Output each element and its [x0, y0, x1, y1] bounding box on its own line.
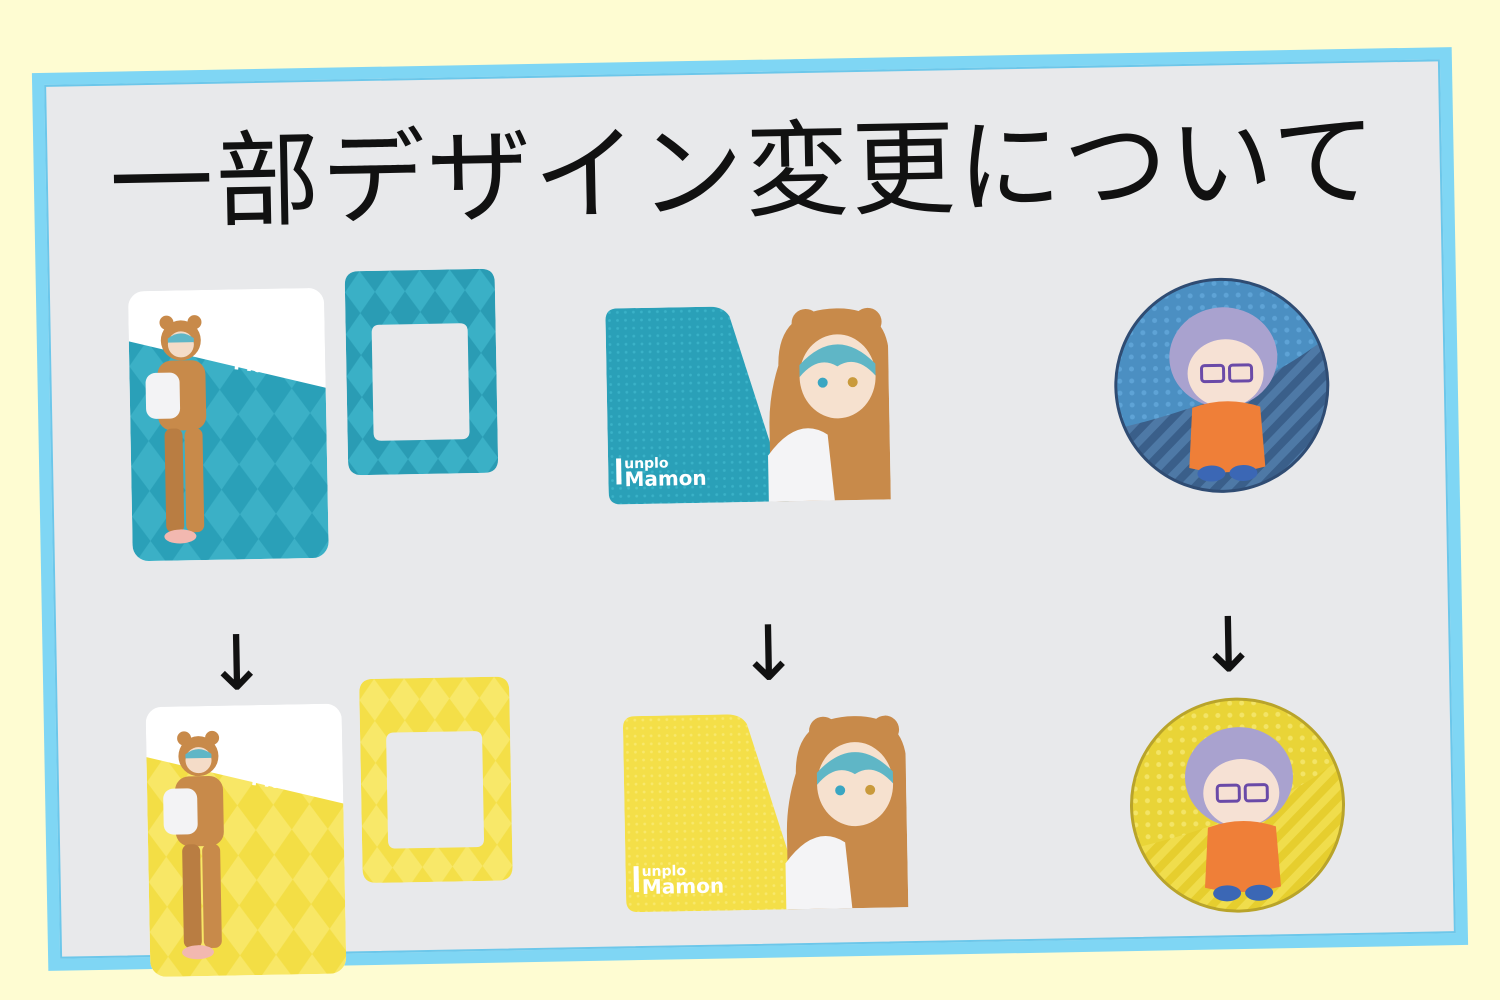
arrow-down-icon: ↓ — [735, 608, 802, 699]
arrow-down-icon: ↓ — [203, 617, 270, 709]
mat-large-text: Mamon — [624, 466, 707, 492]
card-character-image — [145, 315, 207, 544]
board-panel: 一部デザイン変更について — [44, 59, 1456, 978]
mat-small-text: unplo — [624, 455, 669, 472]
badge-after — [1129, 697, 1346, 914]
mat-large-text: Mamon — [642, 874, 725, 900]
page-title: 一部デザイン変更について — [108, 99, 1380, 245]
badge-character-image — [1184, 727, 1293, 902]
announcement-board: 一部デザイン変更について — [31, 47, 1469, 978]
badge-character-image — [1169, 307, 1278, 482]
card-before: Mamon — [127, 287, 329, 562]
frame-before — [344, 268, 499, 476]
mat-small-text: unplo — [641, 863, 686, 880]
mat-character-image — [768, 307, 891, 502]
frame-after — [359, 676, 513, 883]
mat-character-image — [785, 715, 909, 910]
badge-before — [1113, 277, 1330, 494]
mat-after: unplo Mamon — [622, 714, 909, 913]
mat-before: unplo Mamon — [605, 306, 891, 505]
card-after: Mamon — [145, 703, 347, 978]
card-character-image — [163, 730, 224, 960]
arrow-down-icon: ↓ — [1195, 599, 1262, 690]
